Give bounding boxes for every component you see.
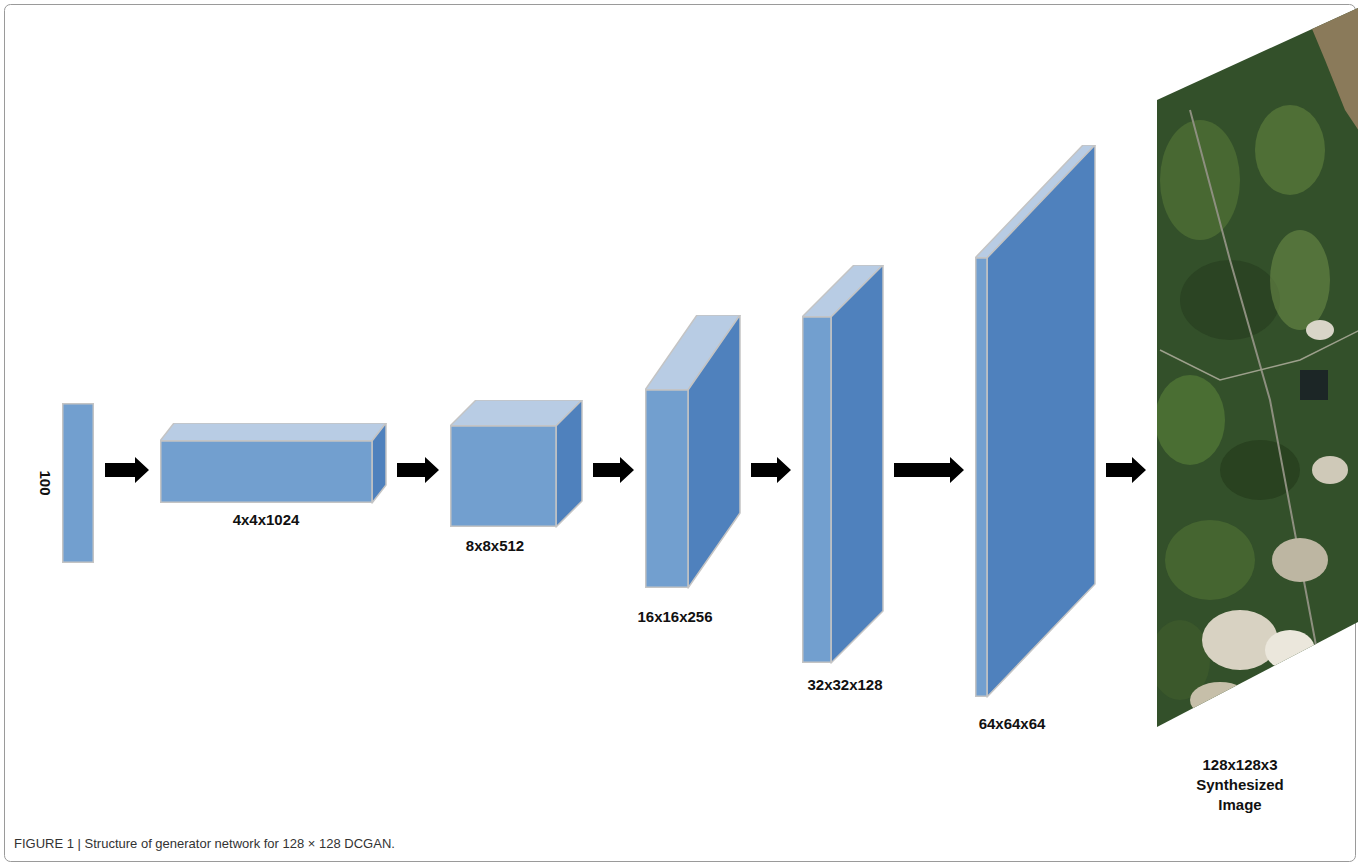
block-arrow xyxy=(1106,457,1146,483)
output-image: 128x128x3 Synthesized Image xyxy=(1157,5,1358,727)
feature-map-block: 8x8x512 xyxy=(450,400,582,557)
feature-map-block: 64x64x64 xyxy=(975,145,1095,735)
input-vector: 100 xyxy=(36,403,94,563)
dimension-label: 8x8x512 xyxy=(466,537,524,555)
dimension-label: 32x32x128 xyxy=(807,676,882,694)
frame-border xyxy=(5,5,1356,862)
dimension-label: 64x64x64 xyxy=(979,715,1046,733)
satellite-picture xyxy=(1150,0,1360,740)
cuboid-shape xyxy=(160,423,388,505)
dimension-label: 128x128x3 Synthesized Image xyxy=(1190,755,1290,815)
block-arrow xyxy=(105,457,149,483)
dimension-label: 16x16x256 xyxy=(637,608,712,626)
feature-map-block: 16x16x256 xyxy=(645,315,740,628)
cuboid-shape xyxy=(802,265,885,665)
cuboid-shape xyxy=(975,145,1097,699)
vector-size-label: 100 xyxy=(36,470,54,495)
block-arrow xyxy=(751,457,791,483)
dimension-label: 4x4x1024 xyxy=(233,511,300,529)
block-arrow xyxy=(397,457,439,483)
feature-map-block: 4x4x1024 xyxy=(160,423,386,531)
cuboid-shape xyxy=(645,315,742,590)
cuboid-shape xyxy=(450,400,584,529)
figure-caption: FIGURE 1 | Structure of generator networ… xyxy=(14,836,395,851)
block-arrow xyxy=(894,457,964,483)
feature-map-block: 32x32x128 xyxy=(802,265,883,696)
block-arrow xyxy=(593,457,634,483)
